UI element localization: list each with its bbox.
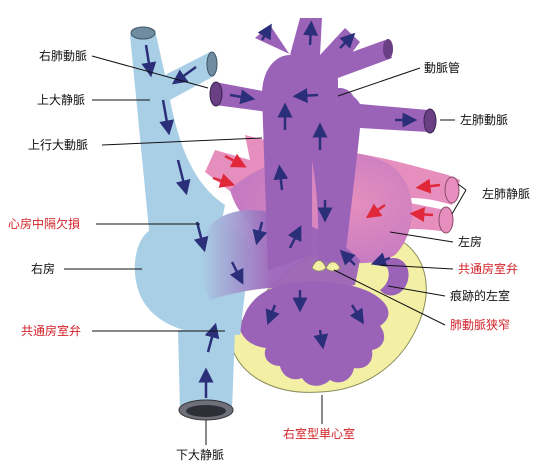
- svc-ostium: [130, 26, 156, 40]
- leader-lines: [64, 55, 467, 445]
- label-ductus-arteriosus: 動脈管: [424, 60, 460, 75]
- pulmonary-stenosis: [311, 260, 341, 272]
- label-left-pulmonary-artery: 左肺動脈: [460, 112, 508, 127]
- ductus-arteriosus: [320, 88, 355, 106]
- label-left-pulmonary-veins: 左肺静脈: [482, 186, 530, 201]
- label-right-pulmonary-artery: 右肺動脈: [39, 48, 87, 63]
- oxygenated-flow-arrows: [212, 153, 441, 222]
- right-pa-ostium: [209, 81, 223, 107]
- label-inferior-vena-cava: 下大静脈: [176, 448, 224, 462]
- label-superior-vena-cava: 上大静脈: [37, 93, 85, 107]
- label-pulmonary-stenosis: 肺動脈狭窄: [450, 317, 510, 332]
- label-common-av-valve-right: 共通房室弁: [458, 261, 518, 276]
- blood-flow-arrows: [141, 20, 418, 398]
- label-vestigial-left-ventricle: 痕跡的左室: [450, 288, 510, 303]
- label-common-av-valve-left: 共通房室弁: [21, 323, 81, 338]
- label-left-atrium: 左房: [458, 234, 482, 249]
- left-pulmonary-vein-ostium-1: [444, 176, 460, 204]
- label-ascending-aorta: 上行大動脈: [28, 138, 88, 152]
- vestigial-left-ventricle: [380, 258, 409, 296]
- aorta-branch-ostium: [383, 39, 393, 59]
- superior-vena-cava: [130, 30, 225, 248]
- ivc-ostium-inner: [186, 405, 226, 417]
- left-pa-ostium: [423, 108, 437, 134]
- label-single-right-ventricle: 右室型単心室: [283, 426, 355, 441]
- right-pulmonary-artery-ostium: [206, 51, 218, 77]
- label-atrial-septal-defect: 心房中隔欠損: [8, 216, 80, 231]
- left-pulmonary-vein-ostium-2: [438, 206, 454, 234]
- label-right-atrium: 右房: [31, 261, 55, 276]
- aortic-branch-right: [330, 40, 392, 78]
